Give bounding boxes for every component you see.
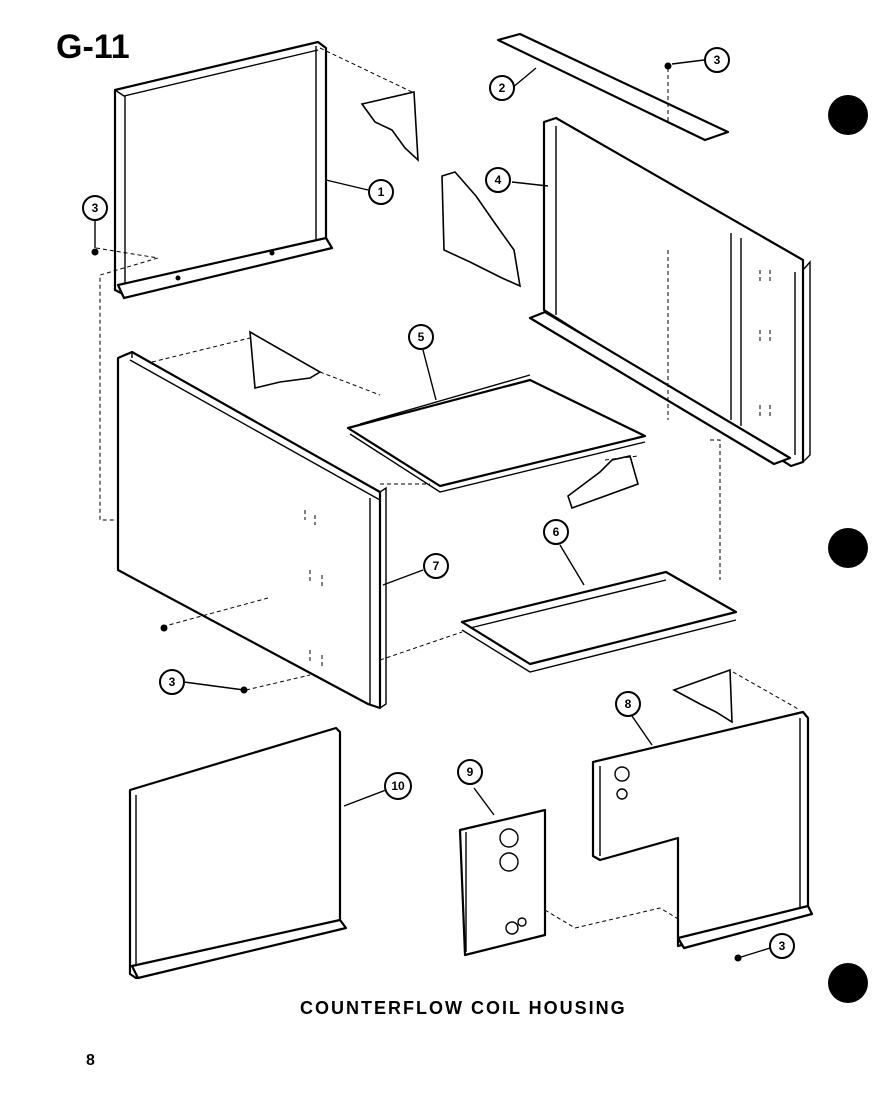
callout-7: 7 xyxy=(423,553,449,579)
assembly-lines xyxy=(95,47,801,929)
diagram-caption: COUNTERFLOW COIL HOUSING xyxy=(300,998,627,1018)
callout-8: 8 xyxy=(615,691,641,717)
callout-label: 10 xyxy=(391,779,405,793)
part-10-front-panel xyxy=(128,726,348,980)
callout-label: 3 xyxy=(92,201,99,215)
callout-label: 4 xyxy=(495,173,502,187)
callout-label: 2 xyxy=(499,81,506,95)
part-5-shelf xyxy=(346,374,647,493)
callout-label: 3 xyxy=(169,675,176,689)
binder-hole-top xyxy=(828,95,868,135)
gusset-front-right xyxy=(567,455,639,510)
screw-icon xyxy=(91,248,99,256)
page-number: 8 xyxy=(86,1052,95,1069)
binder-hole-bottom xyxy=(828,963,868,1003)
gusset-top-left xyxy=(360,91,419,162)
callout-label: 6 xyxy=(553,525,560,539)
callout-4: 4 xyxy=(485,167,511,193)
part-4-rear-panel xyxy=(528,116,811,468)
callout-10: 10 xyxy=(384,772,412,800)
callout-3-top-right: 3 xyxy=(704,47,730,73)
part-9-access-panel xyxy=(458,808,547,957)
callout-label: 5 xyxy=(418,330,425,344)
part-7-side-panel xyxy=(116,350,387,710)
part-2-top-strip xyxy=(496,32,730,142)
callout-1: 1 xyxy=(368,179,394,205)
callout-label: 1 xyxy=(378,185,385,199)
part-8-l-shaped-panel xyxy=(591,710,814,950)
callout-3-bottom-right: 3 xyxy=(769,933,795,959)
callout-3-middle: 3 xyxy=(159,669,185,695)
part-6-lower-shelf xyxy=(460,570,738,673)
callout-2: 2 xyxy=(489,75,515,101)
screw-icon xyxy=(160,624,168,632)
callout-label: 8 xyxy=(625,697,632,711)
callout-label: 7 xyxy=(433,559,440,573)
part-1-back-panel xyxy=(113,40,334,300)
screw-icon xyxy=(664,62,672,70)
gusset-rear-center xyxy=(249,330,322,389)
callout-label: 3 xyxy=(714,53,721,67)
gusset-lower-right xyxy=(672,668,733,724)
callout-9: 9 xyxy=(457,759,483,785)
callout-6: 6 xyxy=(543,519,569,545)
figure-id: G-11 xyxy=(56,28,130,66)
callout-label: 9 xyxy=(467,765,474,779)
callout-3-top-left: 3 xyxy=(82,195,108,221)
callout-label: 3 xyxy=(779,939,786,953)
callout-5: 5 xyxy=(408,324,434,350)
binder-hole-middle xyxy=(828,528,868,568)
gusset-rear-left xyxy=(441,171,522,288)
leader-lines xyxy=(94,59,771,959)
